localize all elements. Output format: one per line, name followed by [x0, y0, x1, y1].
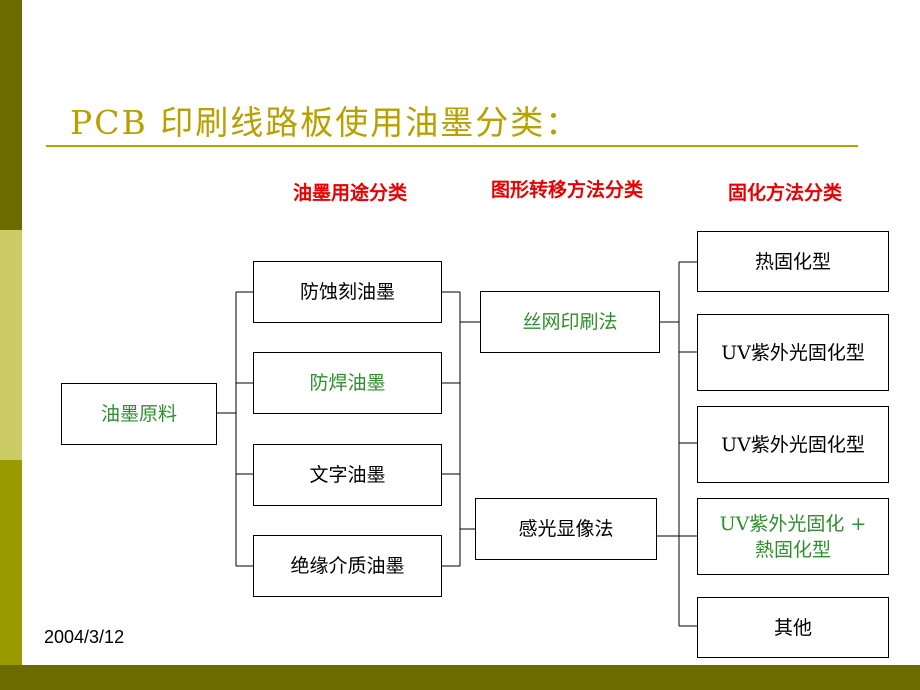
- node-curing-other: 其他: [697, 597, 889, 658]
- node-usage-etch-resist: 防蚀刻油墨: [253, 261, 442, 323]
- bottom-bar: [0, 665, 920, 690]
- sidebar-band-middle: [0, 230, 22, 460]
- node-transfer-screen-print: 丝网印刷法: [480, 291, 660, 353]
- node-usage-dielectric: 绝缘介质油墨: [253, 535, 442, 597]
- title-underline: [46, 145, 858, 147]
- node-curing-thermal: 热固化型: [697, 231, 889, 292]
- node-curing-uv-1: UV紫外光固化型: [697, 314, 889, 391]
- node-root: 油墨原料: [61, 383, 217, 445]
- header-transfer: 图形转移方法分类: [490, 179, 643, 201]
- sidebar-band-top: [0, 0, 22, 230]
- node-curing-uv-thermal: UV紫外光固化 + 熱固化型: [697, 498, 889, 575]
- node-usage-solder-mask: 防焊油墨: [253, 352, 442, 414]
- slide-date: 2004/3/12: [44, 627, 125, 647]
- node-transfer-photo-develop: 感光显像法: [475, 498, 657, 560]
- sidebar-band-bottom: [0, 460, 22, 665]
- node-curing-uv-2: UV紫外光固化型: [697, 406, 889, 483]
- slide-title: PCB 印刷线路板使用油墨分类：: [70, 103, 581, 142]
- node-usage-legend: 文字油墨: [253, 444, 442, 506]
- header-curing: 固化方法分类: [727, 182, 842, 204]
- header-usage: 油墨用途分类: [292, 182, 407, 204]
